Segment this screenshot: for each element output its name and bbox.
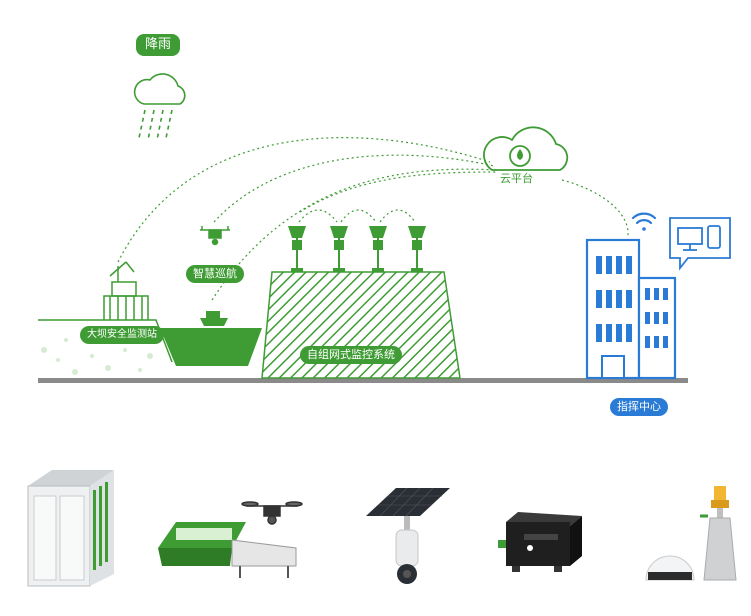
command-center-label: 指挥中心 — [610, 398, 668, 416]
smart-patrol-label: 智慧巡航 — [186, 265, 244, 283]
drone-icon — [200, 226, 230, 246]
survey-boat-drone-icon — [158, 501, 303, 578]
rain-label: 降雨 — [136, 34, 181, 56]
mesh-link-arcs — [298, 209, 416, 223]
solar-camera-poles — [288, 226, 426, 272]
network-system-label: 自组网式监控系统 — [300, 346, 402, 364]
survey-boat-icon — [200, 311, 228, 326]
cloud-platform-label: 云平台 — [500, 172, 533, 185]
data-terminal-box-icon — [498, 512, 582, 572]
communication-links — [117, 137, 629, 301]
monitoring-station-icon — [103, 261, 149, 320]
devices-bubble-icon — [669, 217, 731, 271]
command-center-building-icon — [585, 238, 677, 380]
wifi-icon — [631, 212, 657, 231]
radar-level-sensor-icon — [645, 486, 737, 581]
rain-cloud-icon — [133, 73, 186, 141]
ground-line — [38, 378, 688, 383]
solar-camera-icon — [366, 487, 450, 584]
reservoir-water — [160, 328, 262, 366]
decorative-dots — [41, 338, 153, 375]
monitoring-cabinet-icon — [27, 470, 114, 587]
dam-station-label: 大坝安全监测站 — [80, 326, 164, 344]
cloud-platform-icon — [483, 126, 569, 171]
dam-embankment-outline — [38, 319, 173, 363]
